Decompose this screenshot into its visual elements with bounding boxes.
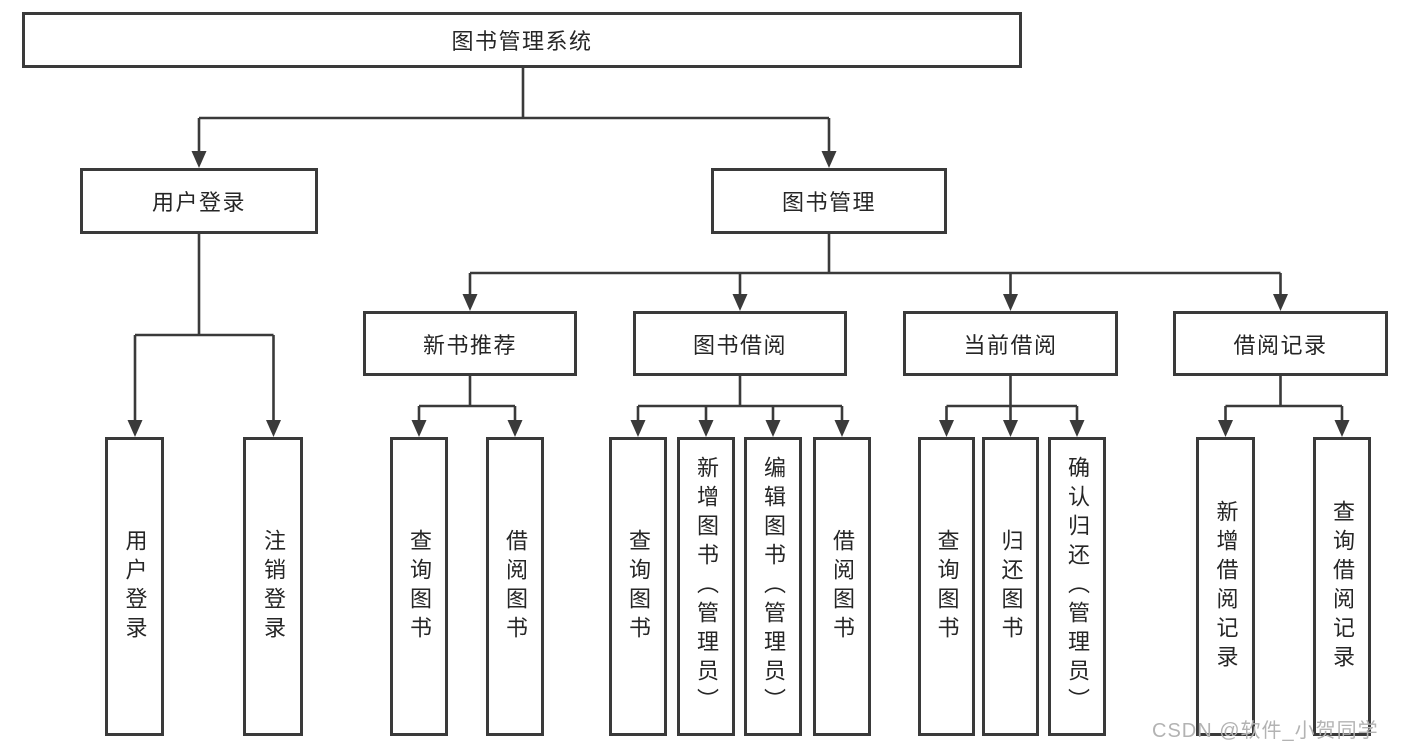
node-borrowing-records-label: 借阅记录 [1233,332,1328,358]
node-user-login: 用户登录 [80,168,318,234]
leaf-user-login-label: 用户登录 [122,528,148,645]
leaf-logout-label: 注销登录 [261,528,286,645]
leaf-query-books-2-label: 查询图书 [626,528,651,645]
node-current-borrowing-label: 当前借阅 [963,332,1058,358]
leaf-confirm-return-admin: 确认归还（管理员） [1048,437,1106,736]
leaf-query-books-1-label: 查询图书 [407,528,432,645]
node-new-book-recommendation-label: 新书推荐 [422,332,517,358]
leaf-query-books-2: 查询图书 [609,437,667,736]
node-book-borrowing-label: 图书借阅 [692,332,787,358]
node-borrowing-records: 借阅记录 [1173,311,1388,376]
leaf-edit-book-admin: 编辑图书（管理员） [744,437,802,736]
node-root: 图书管理系统 [22,12,1022,68]
leaf-add-book-admin-label: 新增图书（管理员） [694,456,719,717]
leaf-user-login: 用户登录 [105,437,164,736]
leaf-return-books-label: 归还图书 [998,528,1024,645]
leaf-return-books: 归还图书 [982,437,1039,736]
leaf-add-borrow-record: 新增借阅记录 [1196,437,1255,736]
node-current-borrowing: 当前借阅 [903,311,1118,376]
node-new-book-recommendation: 新书推荐 [363,311,577,376]
leaf-query-borrow-record: 查询借阅记录 [1313,437,1371,736]
leaf-add-book-admin: 新增图书（管理员） [677,437,735,736]
node-book-management-label: 图书管理 [781,190,876,215]
node-user-login-label: 用户登录 [151,190,246,215]
watermark-text: CSDN @软件_小贺同学 [1152,720,1379,742]
leaf-query-books-3: 查询图书 [918,437,975,736]
leaf-borrow-books-2-label: 借阅图书 [830,528,855,645]
leaf-query-books-1: 查询图书 [390,437,448,736]
leaf-add-borrow-record-label: 新增借阅记录 [1213,499,1239,674]
leaf-query-books-3-label: 查询图书 [934,528,960,645]
node-book-borrowing: 图书借阅 [633,311,847,376]
leaf-logout: 注销登录 [243,437,303,736]
node-book-management: 图书管理 [711,168,947,234]
leaf-borrow-books-1-label: 借阅图书 [503,528,528,645]
leaf-confirm-return-admin-label: 确认归还（管理员） [1065,456,1090,717]
leaf-query-borrow-record-label: 查询借阅记录 [1330,499,1355,674]
leaf-edit-book-admin-label: 编辑图书（管理员） [761,456,786,717]
node-root-label: 图书管理系统 [451,29,593,54]
leaf-borrow-books-2: 借阅图书 [813,437,871,736]
leaf-borrow-books-1: 借阅图书 [486,437,544,736]
